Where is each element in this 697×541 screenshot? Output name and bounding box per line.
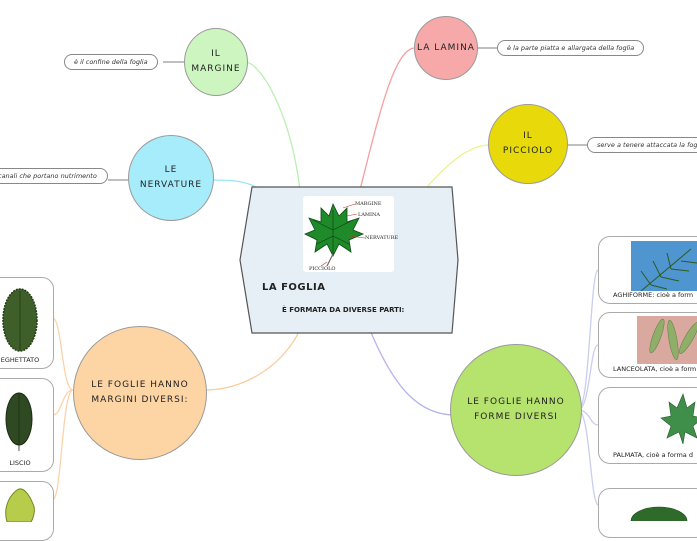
shape-card-aghiforme-caption: AGHIFORME: cioè a form [613,291,694,299]
margin-card-liscio-caption: LISCIO [9,459,31,467]
image-label-lamina: LAMINA [358,212,381,218]
margin-card-seghettato-caption: EGHETTATO [0,356,40,364]
margin-card-third[interactable] [0,481,54,541]
rounded-leaf-icon [630,506,688,536]
margin-card-liscio[interactable]: LISCIO [0,378,54,472]
leaf-diagram-image: MARGINE LAMINA NERVATURE PICCIOLO [303,196,398,272]
willow-leaves-icon [649,318,697,360]
link-margini [204,329,301,391]
smooth-leaf-icon [5,392,33,451]
node-le-nervature[interactable]: LE NERVATURE [128,135,214,221]
desc-nervature-text: canali che portano nutrimento [0,172,97,180]
link-picciolo [419,144,491,196]
central-subtitle: È FORMATA DA DIVERSE PARTI: [282,306,405,314]
node-il-picciolo-line2: PICCIOLO [502,146,554,156]
node-forme-diverse[interactable]: LE FOGLIE HANNO FORME DIVERSI [450,344,582,476]
serrated-leaf-icon [2,288,38,352]
desc-picciolo[interactable]: serve a tenere attaccata la fog [587,137,697,153]
desc-nervature[interactable]: canali che portano nutrimento [0,168,108,184]
link-card-margin-1 [52,317,74,391]
margin-card-seghettato[interactable]: EGHETTATO [0,277,54,369]
node-il-margine-label: IL MARGINE [191,49,241,74]
palmate-leaf-icon [660,393,697,445]
shape-card-aghiforme[interactable]: AGHIFORME: cioè a form [598,236,697,304]
maple-leaf-icon [304,202,366,267]
desc-picciolo-text: serve a tenere attaccata la fog [597,141,697,149]
link-card-margin-2 [52,389,74,416]
node-le-nervature-line2: NERVATURE [139,180,203,190]
desc-lamina-text: è la parte piatta e allargata della fogl… [507,44,635,52]
node-il-picciolo[interactable]: IL PICCIOLO [488,104,568,184]
node-margini-line1: LE FOGLIE HANNO [91,380,189,390]
shape-card-lanceolata-caption: LANCEOLATA, cioè a form [613,365,697,373]
desc-lamina[interactable]: è la parte piatta e allargata della fogl… [497,40,645,56]
image-label-picciolo: PICCIOLO [309,266,336,272]
needle-leaf-photo [631,241,697,292]
image-label-margine: MARGINE [355,201,382,207]
pine-needles-icon [640,248,697,292]
central-title: LA FOGLIA [262,282,326,293]
shape-card-palmata[interactable]: PALMATA, cioè a forma d [598,387,697,464]
node-il-picciolo-line1: IL [523,131,533,141]
desc-margine[interactable]: è il confine della foglia [64,54,158,70]
desc-margine-text: è il confine della foglia [74,58,148,66]
node-margini-diversi[interactable]: LE FOGLIE HANNO MARGINI DIVERSI: [73,326,207,460]
lanceolate-leaf-photo [637,316,697,364]
node-la-lamina[interactable]: LA LAMINA [414,16,478,80]
node-forme-line2: FORME DIVERSI [474,412,558,422]
node-forme-line1: LE FOGLIE HANNO [467,397,565,407]
node-margini-line2: MARGINI DIVERSI: [91,395,189,405]
shape-card-palmata-caption: PALMATA, cioè a forma d [613,451,693,459]
link-margine [244,61,301,191]
node-il-margine[interactable]: IL MARGINE [184,28,248,96]
node-le-nervature-line1: LE [164,165,178,175]
link-lamina [359,47,416,191]
node-la-lamina-label: LA LAMINA [417,42,475,53]
lobed-leaf-icon [5,488,35,523]
shape-card-lanceolata[interactable]: LANCEOLATA, cioè a form [598,312,697,378]
image-label-nervature: NERVATURE [365,235,399,241]
link-card-margin-3 [52,389,74,501]
link-forme [369,329,456,416]
shape-card-fourth[interactable] [598,488,697,538]
